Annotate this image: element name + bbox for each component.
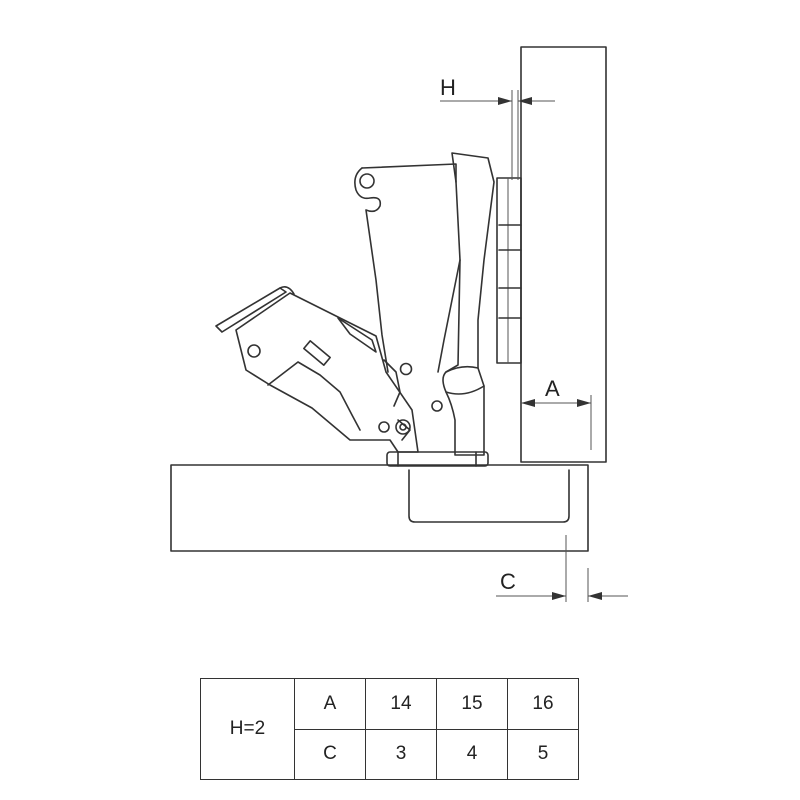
table-cell: 15 xyxy=(436,678,508,730)
dimension-label-a: A xyxy=(545,376,560,401)
dimension-c: C xyxy=(496,535,628,602)
table-row: C 3 4 5 xyxy=(201,728,579,780)
table-cell: 5 xyxy=(507,728,579,780)
row-label-c: C xyxy=(294,728,366,780)
table-cell: 16 xyxy=(507,678,579,730)
hinge-linkage xyxy=(215,286,443,453)
hinge-cup-recess xyxy=(408,469,570,523)
table-cell: 4 xyxy=(436,728,508,780)
door-panel xyxy=(170,464,589,552)
row-label-a: A xyxy=(294,678,366,730)
dimension-h: H xyxy=(440,75,555,180)
mounting-plate xyxy=(496,177,522,364)
hinge-cup-flange xyxy=(386,451,489,467)
table-cell: 3 xyxy=(365,728,437,780)
dimension-a: A xyxy=(521,376,592,450)
dimension-table: H=2 A 14 15 16 C 3 4 5 xyxy=(200,678,579,780)
dimension-label-h: H xyxy=(440,75,456,100)
table-header-cell: H=2 xyxy=(200,678,295,780)
dimension-label-c: C xyxy=(500,569,516,594)
table-row: H=2 A 14 15 16 xyxy=(200,678,579,780)
table-cell: 14 xyxy=(365,678,437,730)
hinge-arm xyxy=(354,152,495,456)
